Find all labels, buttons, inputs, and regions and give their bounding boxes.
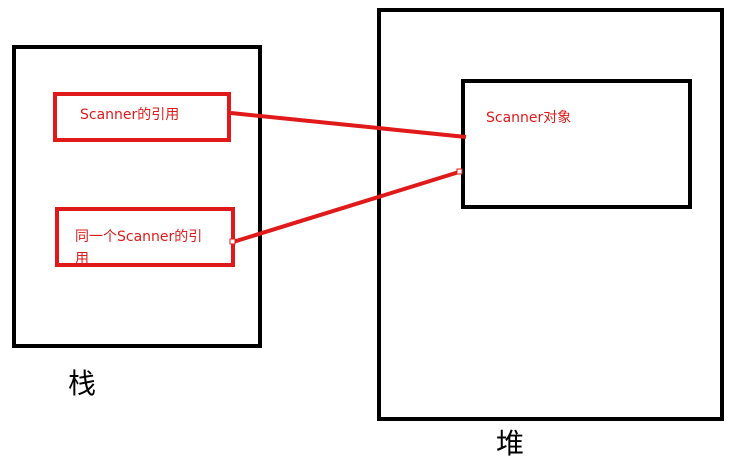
heap-region	[377, 8, 724, 421]
connector-ref2-to-object	[232, 170, 460, 244]
connector-ref2-handle	[229, 238, 236, 245]
connector-object-handle	[456, 168, 463, 175]
scanner-object-label: Scanner对象	[486, 110, 572, 126]
reference-1-label: Scanner的引用	[80, 107, 180, 123]
reference-2-label: 同一个Scanner的引用	[75, 229, 203, 267]
stack-label: 栈	[68, 367, 97, 400]
connector-ref1-to-object	[230, 111, 467, 139]
reference-2-box	[55, 207, 235, 267]
scanner-object-box	[461, 79, 692, 209]
reference-1-box	[53, 92, 231, 142]
heap-label: 堆	[496, 427, 525, 460]
stack-region	[12, 45, 262, 348]
